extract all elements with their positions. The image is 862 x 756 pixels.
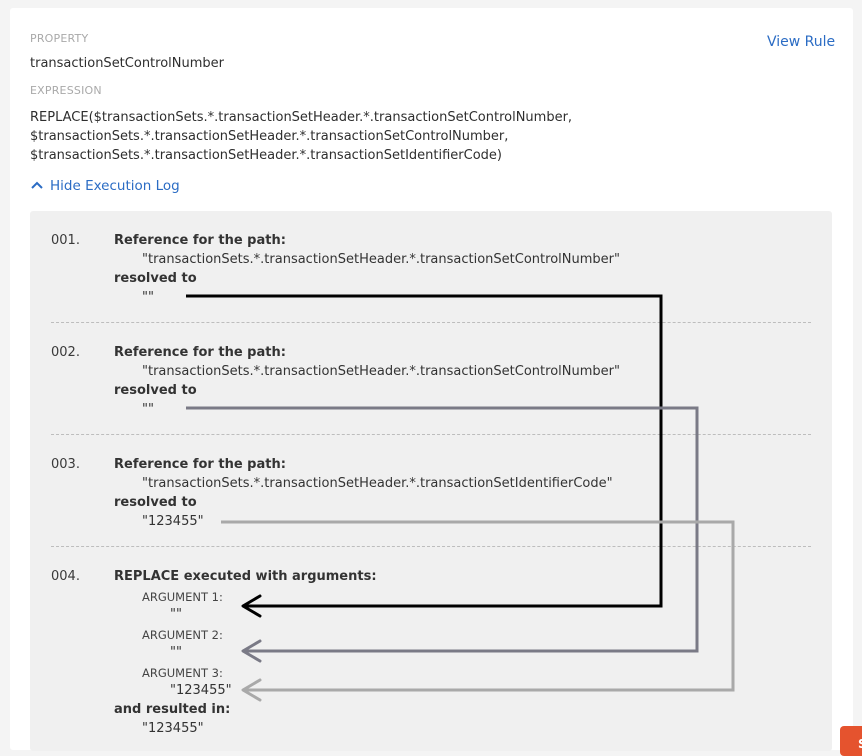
expression-label: EXPRESSION <box>30 84 102 97</box>
resolved-label: resolved to <box>114 271 197 286</box>
corner-badge-label: S <box>858 737 862 751</box>
view-rule-link[interactable]: View Rule <box>767 34 836 50</box>
expression-text: REPLACE($transactionSets.*.transactionSe… <box>30 108 572 165</box>
rule-detail-card: PROPERTY transactionSetControlNumber Vie… <box>10 8 853 751</box>
result-label: and resulted in: <box>114 702 231 717</box>
resolved-value: "" <box>142 290 154 305</box>
entry-path: "transactionSets.*.transactionSetHeader.… <box>142 476 613 491</box>
expression-line: $transactionSets.*.transactionSetHeader.… <box>30 129 509 144</box>
resolved-value: "123455" <box>142 514 204 529</box>
entry-number: 001. <box>51 233 80 248</box>
chevron-up-icon <box>31 181 43 189</box>
resolved-label: resolved to <box>114 495 197 510</box>
entry-title: Reference for the path: <box>114 457 286 472</box>
entry-divider <box>51 434 811 435</box>
argument-value: "" <box>170 645 182 660</box>
execution-log: 001. Reference for the path: "transactio… <box>30 211 832 751</box>
argument-label: ARGUMENT 2: <box>142 628 223 642</box>
entry-path: "transactionSets.*.transactionSetHeader.… <box>142 252 620 267</box>
replace-title: REPLACE executed with arguments: <box>114 569 377 584</box>
entry-title: Reference for the path: <box>114 345 286 360</box>
argument-label: ARGUMENT 1: <box>142 590 223 604</box>
resolved-value: "" <box>142 402 154 417</box>
resolved-label: resolved to <box>114 383 197 398</box>
property-label: PROPERTY <box>30 32 89 45</box>
entry-divider <box>51 322 811 323</box>
entry-divider <box>51 546 811 547</box>
argument-label: ARGUMENT 3: <box>142 666 223 680</box>
corner-badge[interactable]: S <box>840 726 862 756</box>
expression-line: REPLACE($transactionSets.*.transactionSe… <box>30 110 573 125</box>
result-value: "123455" <box>142 721 204 736</box>
entry-path: "transactionSets.*.transactionSetHeader.… <box>142 364 620 379</box>
entry-number: 002. <box>51 345 80 360</box>
entry-title: Reference for the path: <box>114 233 286 248</box>
property-value: transactionSetControlNumber <box>30 56 224 71</box>
entry-number: 004. <box>51 569 80 584</box>
argument-value: "123455" <box>170 683 232 698</box>
entry-number: 003. <box>51 457 80 472</box>
toggle-label: Hide Execution Log <box>50 178 180 194</box>
expression-line: $transactionSets.*.transactionSetHeader.… <box>30 148 502 163</box>
hide-execution-log-toggle[interactable]: Hide Execution Log <box>30 178 180 194</box>
argument-value: "" <box>170 607 182 622</box>
